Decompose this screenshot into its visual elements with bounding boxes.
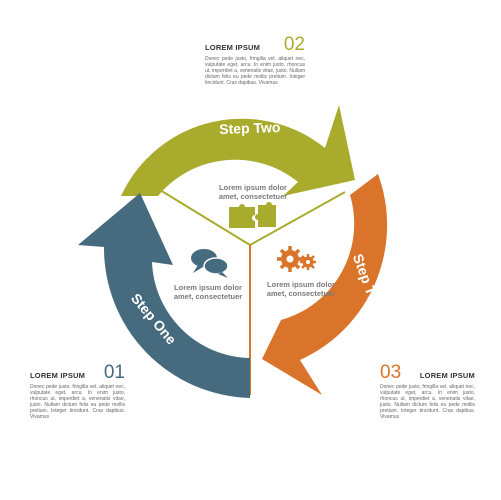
divider-line-right	[249, 191, 346, 246]
step-three-center-line-2: amet, consectetuer	[266, 289, 336, 298]
text-block-03: 03 LOREM IPSUM Donec pede justo, fringil…	[380, 362, 475, 420]
step-three-center-line-1: Lorem ipsum dolor	[267, 280, 335, 289]
text-block-01: LOREM IPSUM 01 Donec pede justo, fringil…	[30, 362, 125, 420]
text-block-01-header: LOREM IPSUM 01	[30, 362, 125, 383]
divider-line-left	[159, 189, 251, 246]
step-three-arrow	[262, 174, 388, 395]
text-block-02-header: LOREM IPSUM 02	[205, 34, 305, 55]
text-block-03-title: LOREM IPSUM	[419, 371, 475, 380]
text-block-03-body: Donec pede justo, fringilla vel, aliquet…	[380, 384, 475, 420]
text-block-03-number: 03	[380, 362, 402, 383]
step-two-arrow	[121, 105, 355, 196]
text-block-01-title: LOREM IPSUM	[30, 371, 86, 380]
chat-bubbles-icon	[191, 249, 229, 278]
step-two-center-line-2: amet, consectetuer	[218, 192, 288, 201]
text-block-02-title: LOREM IPSUM	[205, 43, 261, 52]
step-one-center-text: Lorem ipsum dolor amet, consectetuer	[165, 283, 251, 301]
step-two-label: Step Two	[219, 119, 281, 137]
step-two-center-line-1: Lorem ipsum dolor	[219, 183, 287, 192]
step-one-center-line-1: Lorem ipsum dolor	[174, 283, 242, 292]
puzzle-pieces-icon	[229, 202, 276, 228]
text-block-01-number: 01	[103, 362, 125, 383]
gears-icon	[277, 246, 316, 272]
step-three-center-text: Lorem ipsum dolor amet, consectetuer	[258, 280, 344, 298]
text-block-02-number: 02	[283, 34, 305, 55]
step-one-arrow	[78, 193, 250, 398]
text-block-02-body: Donec pede justo, fringilla vel, aliquet…	[205, 56, 305, 86]
step-one-center-line-2: amet, consectetuer	[173, 292, 243, 301]
text-block-01-body: Donec pede justo, fringilla vel, aliquet…	[30, 384, 125, 420]
text-block-03-header: 03 LOREM IPSUM	[380, 362, 475, 383]
text-block-02: LOREM IPSUM 02 Donec pede justo, fringil…	[205, 34, 305, 86]
step-two-center-text: Lorem ipsum dolor amet, consectetuer	[210, 183, 296, 201]
